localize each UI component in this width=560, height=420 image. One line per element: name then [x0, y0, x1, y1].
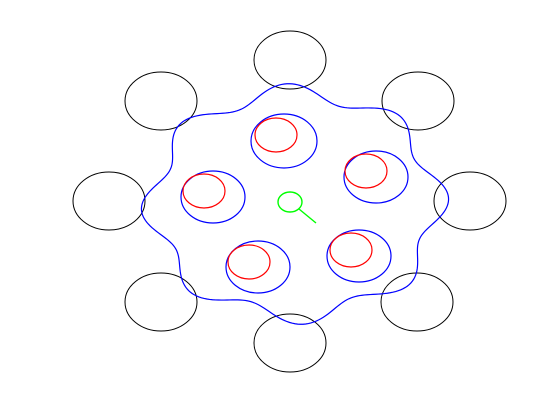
outer-circle-top-left [124, 71, 198, 131]
magnifier-handle [298, 208, 317, 224]
inner-blue-circle-bottom-right [326, 229, 392, 283]
inner-blue-circle-right [343, 150, 409, 204]
inner-pair-top [250, 113, 318, 169]
inner-pair-bottom-left [225, 240, 291, 294]
inner-red-circle-right [344, 153, 388, 189]
magnifier-icon [277, 191, 317, 224]
inner-pair-bottom-right [326, 229, 392, 283]
outer-circle-bottom-left [124, 272, 198, 332]
inner-red-circle-top [254, 117, 298, 153]
inner-circle-pairs [180, 113, 409, 294]
blob-outline [140, 83, 450, 325]
inner-pair-left [180, 170, 246, 224]
magnifier-lens [277, 191, 303, 213]
outer-circle-bottom [253, 313, 327, 373]
inner-red-circle-bottom-right [329, 232, 373, 268]
outer-circle-top [253, 30, 327, 90]
inner-pair-right [343, 150, 409, 204]
outer-circle-ring [72, 30, 507, 373]
inner-red-circle-bottom-left [227, 244, 271, 280]
outer-circle-left [72, 171, 146, 231]
outer-circle-bottom-right [380, 272, 454, 332]
inner-blue-circle-left [180, 170, 246, 224]
inner-red-circle-left [182, 173, 226, 209]
outer-circle-right [433, 171, 507, 231]
inner-blue-circle-top [250, 113, 318, 169]
outer-circle-top-right [381, 71, 455, 131]
inner-blue-circle-bottom-left [225, 240, 291, 294]
